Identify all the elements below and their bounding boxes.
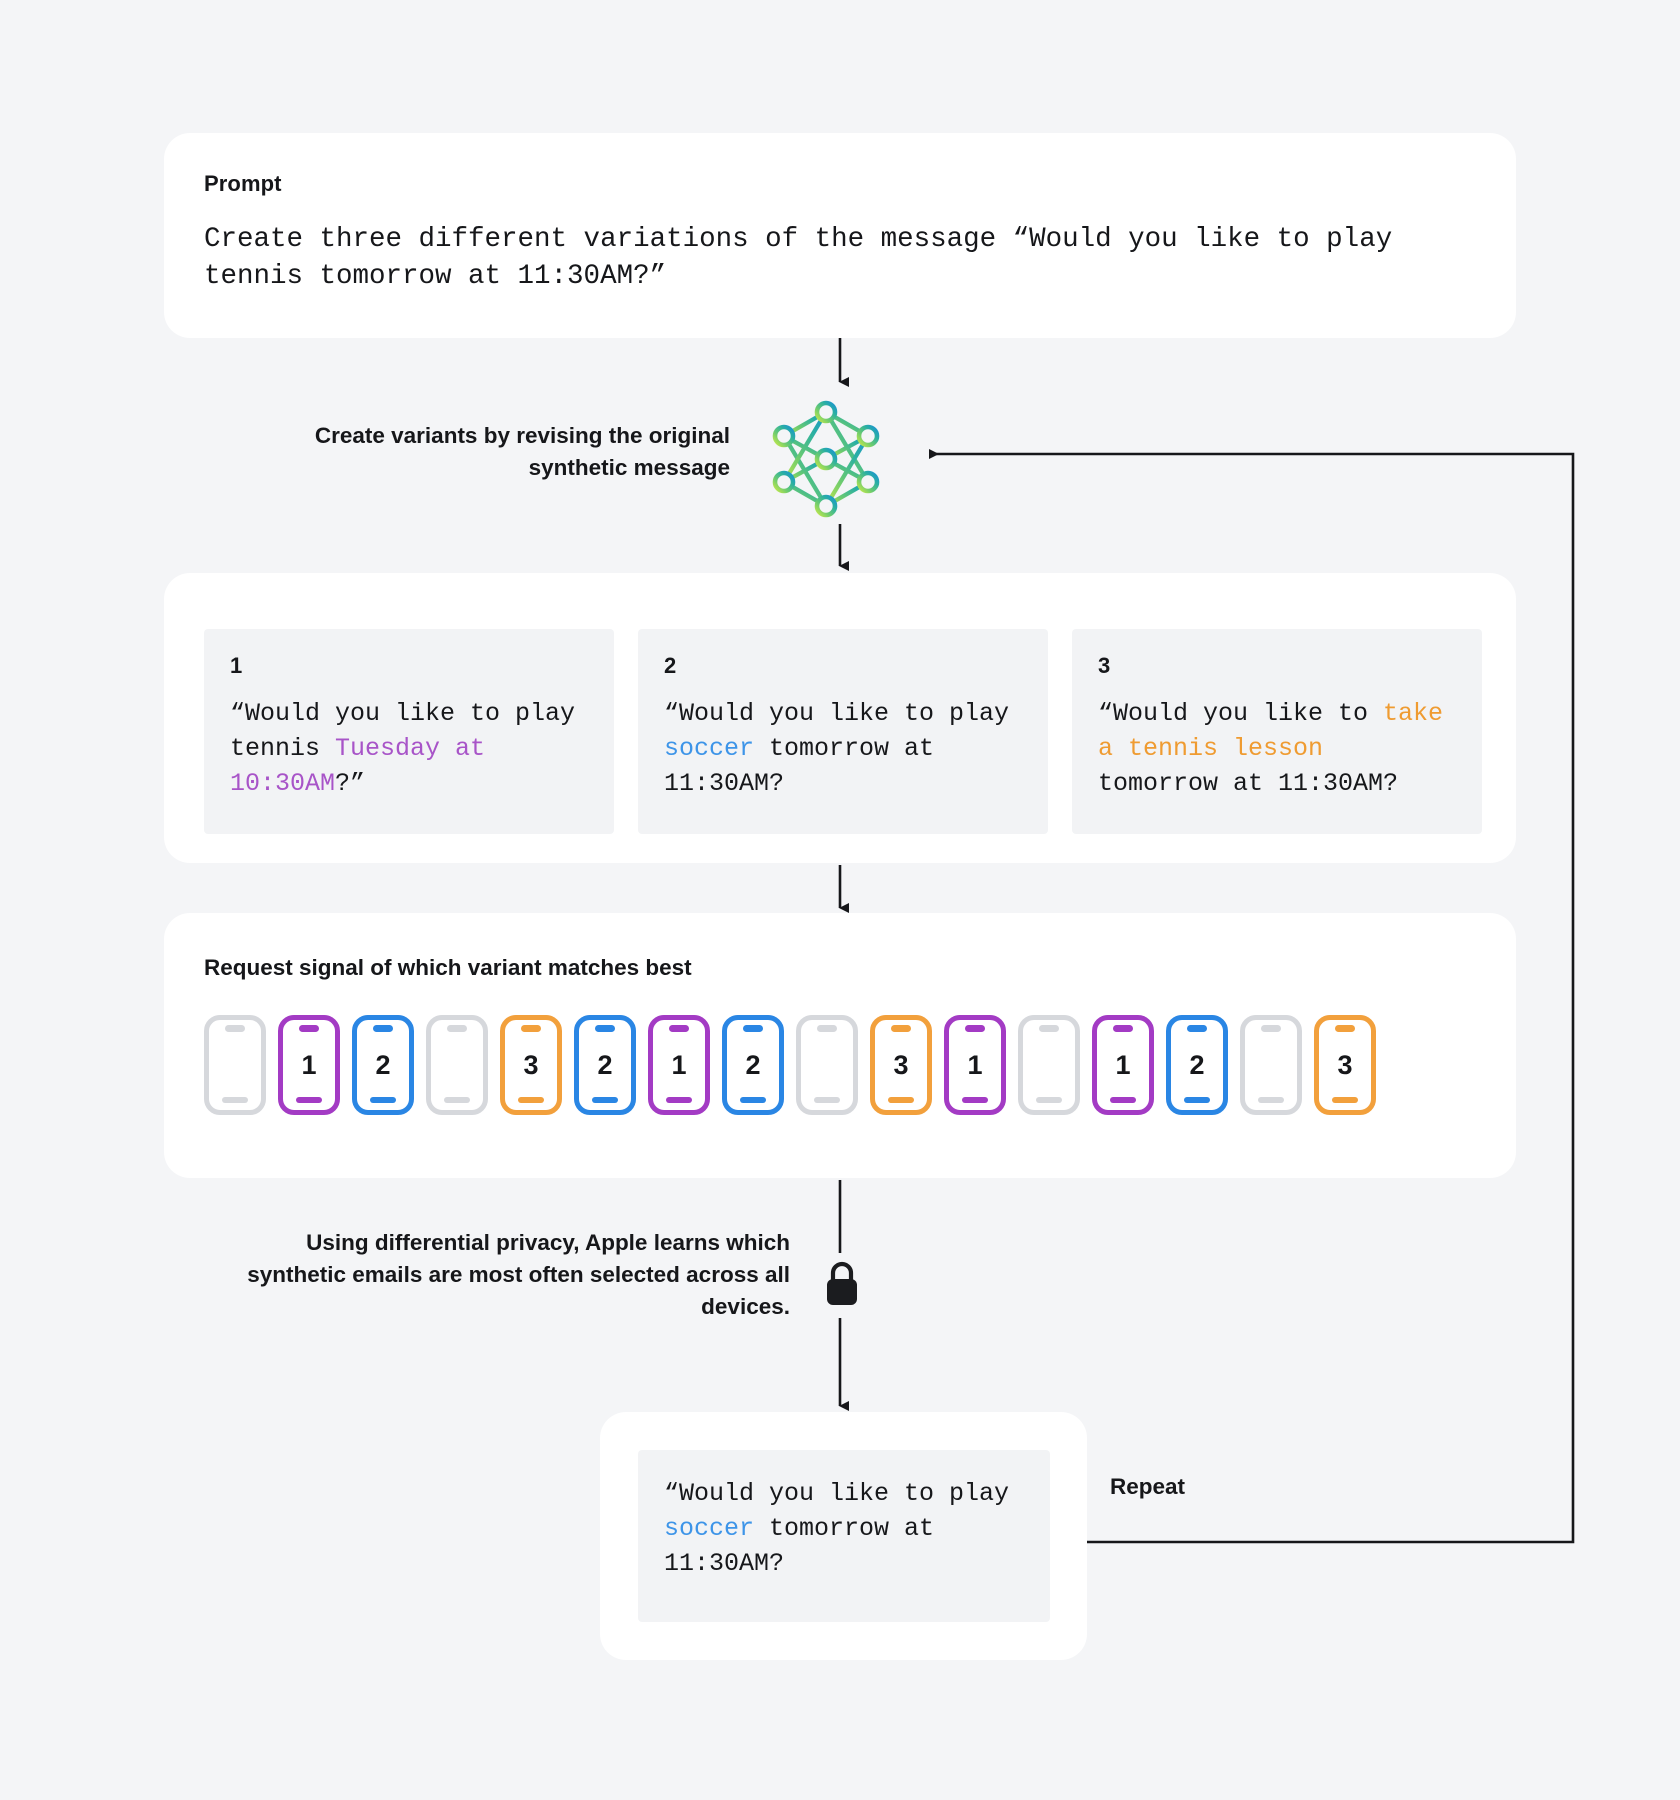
phone-notch [1187,1025,1207,1032]
variant-text-highlight: take a tennis lesson [1098,699,1444,763]
variants-row: 1 “Would you like to play tennis Tuesday… [204,629,1482,834]
phone-notch [373,1025,393,1032]
phone-home-indicator [666,1097,692,1103]
phone-variant-number: 1 [301,1050,317,1080]
phone-home-indicator [1110,1097,1136,1103]
phone-home-indicator [1184,1097,1210,1103]
variant-text-prefix: “Would you like to [1098,699,1384,728]
phone-home-indicator [518,1097,544,1103]
phone-selected-3[interactable]: 3 [500,1015,562,1115]
phone-home-indicator [222,1097,248,1103]
phone-variant-number: 3 [893,1050,909,1080]
phone-selected-2[interactable]: 2 [1166,1015,1228,1115]
phone-selected-1[interactable]: 1 [944,1015,1006,1115]
phone-notch [299,1025,319,1032]
phone-notch [743,1025,763,1032]
prompt-text: Create three different variations of the… [204,224,1409,293]
phone-notch [669,1025,689,1032]
result-text-suffix: tomorrow at 11:30AM? [664,1514,935,1578]
phone-empty[interactable] [1018,1015,1080,1115]
phone-notch [225,1025,245,1032]
lock-icon [820,1258,864,1310]
result-text-highlight: soccer [664,1514,755,1543]
privacy-step-label: Using differential privacy, Apple learns… [247,1230,790,1319]
phone-notch [1335,1025,1355,1032]
phone-home-indicator [962,1097,988,1103]
phone-variant-number: 3 [523,1050,539,1080]
phone-home-indicator [1036,1097,1062,1103]
phone-notch [1039,1025,1059,1032]
signal-card: Request signal of which variant matches … [164,913,1516,1178]
phone-notch [595,1025,615,1032]
variant-number: 3 [1098,653,1111,678]
phone-selected-1[interactable]: 1 [648,1015,710,1115]
phone-notch [447,1025,467,1032]
phone-notch [965,1025,985,1032]
phone-selected-1[interactable]: 1 [1092,1015,1154,1115]
phone-home-indicator [444,1097,470,1103]
phone-home-indicator [814,1097,840,1103]
model-step-label: Create variants by revising the original… [314,423,730,480]
variant-text-suffix: tomorrow at 11:30AM? [664,734,935,798]
variant-text-highlight: Tuesday at 10:30AM [230,734,486,798]
phone-notch [1113,1025,1133,1032]
variant-text: “Would you like to take a tennis lesson … [1098,696,1456,801]
variant-number: 2 [664,653,677,678]
result-card: “Would you like to play soccer tomorrow … [600,1412,1087,1660]
variant-text: “Would you like to play tennis Tuesday a… [230,696,588,801]
phone-home-indicator [296,1097,322,1103]
phone-variant-number: 1 [1115,1050,1131,1080]
phone-variant-number: 2 [597,1050,613,1080]
phone-home-indicator [1332,1097,1358,1103]
neural-network-icon [762,398,890,520]
phone-home-indicator [888,1097,914,1103]
signal-title: Request signal of which variant matches … [204,955,692,980]
phone-empty[interactable] [1240,1015,1302,1115]
variants-card: 1 “Would you like to play tennis Tuesday… [164,573,1516,863]
phone-variant-number: 2 [1189,1050,1205,1080]
variant-text-highlight: soccer [664,734,755,763]
phone-home-indicator [740,1097,766,1103]
phone-home-indicator [1258,1097,1284,1103]
phone-empty[interactable] [796,1015,858,1115]
phone-selected-3[interactable]: 3 [1314,1015,1376,1115]
phone-home-indicator [370,1097,396,1103]
phone-notch [521,1025,541,1032]
prompt-card: Prompt Create three different variations… [164,133,1516,338]
phone-home-indicator [592,1097,618,1103]
variant-text-prefix: “Would you like to play [664,699,1010,728]
variant-text-suffix: ?” [335,769,366,798]
result-box: “Would you like to play soccer tomorrow … [638,1450,1050,1622]
variant-box: 1 “Would you like to play tennis Tuesday… [204,629,614,834]
variant-number: 1 [230,653,243,678]
variant-text: “Would you like to play soccer tomorrow … [664,696,1022,801]
phone-empty[interactable] [426,1015,488,1115]
phone-empty[interactable] [204,1015,266,1115]
phone-selected-3[interactable]: 3 [870,1015,932,1115]
phone-selected-1[interactable]: 1 [278,1015,340,1115]
variant-text-suffix: tomorrow at 11:30AM? [1098,769,1399,798]
variant-box: 2 “Would you like to play soccer tomorro… [638,629,1048,834]
variant-text-prefix: “Would you like to play tennis [230,699,576,763]
phone-selected-2[interactable]: 2 [574,1015,636,1115]
phone-variant-number: 2 [375,1050,391,1080]
phone-variant-number: 2 [745,1050,761,1080]
phone-notch [817,1025,837,1032]
phone-variant-number: 1 [671,1050,687,1080]
repeat-label: Repeat [1110,1474,1186,1499]
result-text: “Would you like to play soccer tomorrow … [664,1476,1024,1581]
result-text-prefix: “Would you like to play [664,1479,1010,1508]
prompt-label: Prompt [204,171,282,196]
phone-variant-number: 1 [967,1050,983,1080]
phone-notch [1261,1025,1281,1032]
phone-notch [891,1025,911,1032]
phone-variant-number: 3 [1337,1050,1353,1080]
phone-selected-2[interactable]: 2 [722,1015,784,1115]
phone-selected-2[interactable]: 2 [352,1015,414,1115]
phone-row: 1 2 3 2 1 2 3 1 1 2 3 [204,1015,1476,1115]
variant-box: 3 “Would you like to take a tennis lesso… [1072,629,1482,834]
